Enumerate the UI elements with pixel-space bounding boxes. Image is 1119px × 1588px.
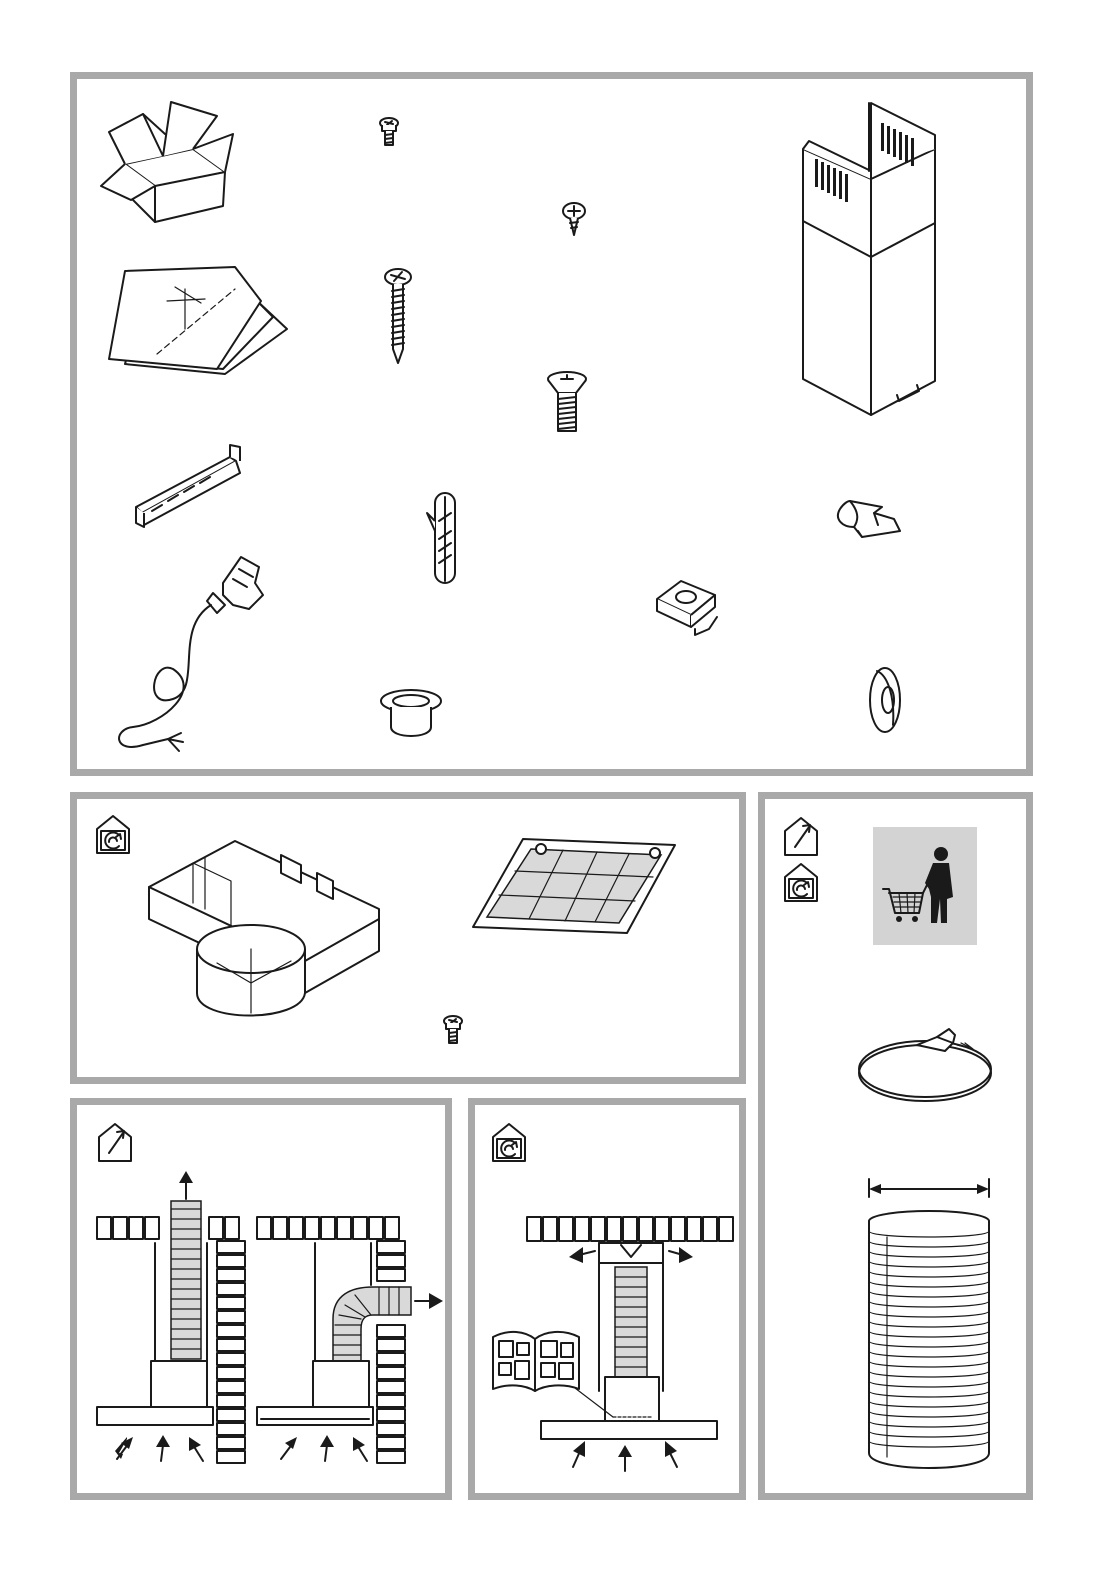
recirculation-kit-panel	[70, 792, 746, 1084]
extraction-mode-icon	[95, 1121, 139, 1165]
recirculation-mode-icon	[93, 813, 137, 857]
power-cord-icon	[113, 549, 283, 769]
chimney-cover-icon	[789, 99, 949, 419]
long-wood-screw-icon	[382, 267, 416, 367]
instruction-booklet-icon	[105, 259, 295, 379]
charcoal-filter-icon	[469, 835, 679, 939]
washer-icon	[867, 665, 907, 737]
flexible-duct-icon	[857, 1177, 997, 1477]
countersunk-screw-icon	[545, 371, 591, 439]
extraction-installation-panel	[70, 1098, 452, 1500]
air-deflector-icon	[141, 833, 391, 1033]
mounting-bracket-icon	[132, 449, 257, 534]
recirculation-mode-icon	[489, 1121, 533, 1165]
side-exhaust-diagram	[255, 1169, 447, 1469]
manual-icon	[489, 1327, 583, 1397]
cardboard-box-icon	[97, 94, 247, 224]
filter-screw-icon	[443, 1015, 467, 1051]
vertical-exhaust-diagram	[91, 1169, 251, 1469]
cage-nut-icon	[651, 577, 726, 637]
extraction-mode-icon	[781, 815, 825, 859]
round-head-screw-icon	[561, 201, 591, 237]
cable-clip-icon	[834, 497, 904, 542]
wall-plug-icon	[425, 491, 465, 591]
recirculation-mode-icon	[781, 861, 825, 905]
spacer-bushing-icon	[379, 687, 445, 739]
accessories-panel	[70, 72, 1033, 776]
small-screw-icon	[379, 117, 403, 153]
recirculation-installation-panel	[468, 1098, 746, 1500]
hose-clamp-icon	[857, 1027, 1007, 1107]
optional-purchase-panel	[758, 792, 1033, 1500]
purchase-separately-icon	[873, 827, 977, 945]
